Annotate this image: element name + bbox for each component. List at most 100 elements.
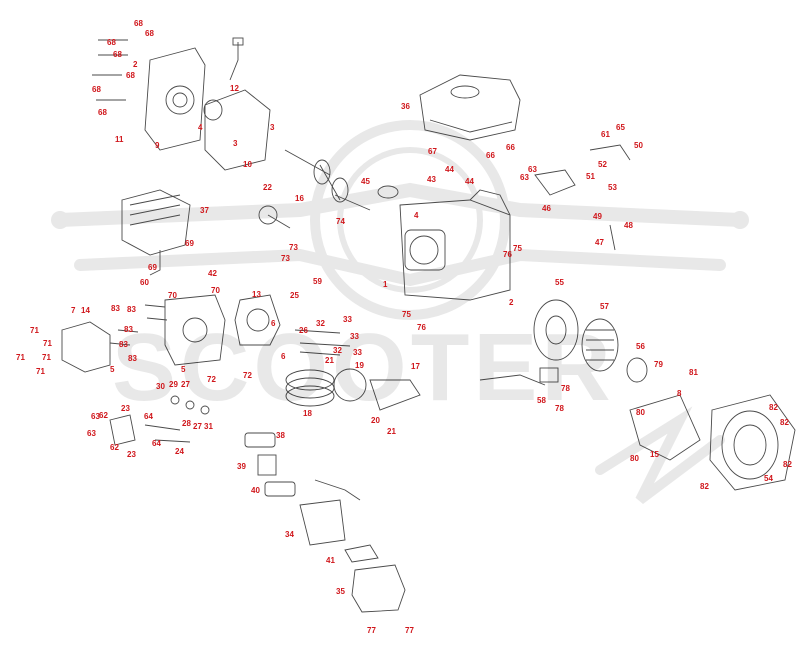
part-callout-19[interactable]: 19 xyxy=(355,361,364,370)
part-callout-83[interactable]: 83 xyxy=(119,340,128,349)
part-callout-68[interactable]: 68 xyxy=(145,29,154,38)
part-callout-75[interactable]: 75 xyxy=(513,244,522,253)
part-callout-68[interactable]: 68 xyxy=(107,38,116,47)
part-callout-5[interactable]: 5 xyxy=(110,365,115,374)
part-callout-41[interactable]: 41 xyxy=(326,556,335,565)
part-callout-80[interactable]: 80 xyxy=(636,408,645,417)
part-callout-78[interactable]: 78 xyxy=(555,404,564,413)
part-callout-70[interactable]: 70 xyxy=(168,291,177,300)
part-callout-69[interactable]: 69 xyxy=(148,263,157,272)
part-callout-21[interactable]: 21 xyxy=(325,356,334,365)
part-callout-36[interactable]: 36 xyxy=(401,102,410,111)
part-callout-70[interactable]: 70 xyxy=(211,286,220,295)
part-callout-71[interactable]: 71 xyxy=(30,326,39,335)
part-callout-31[interactable]: 31 xyxy=(204,422,213,431)
part-callout-33[interactable]: 33 xyxy=(343,315,352,324)
part-callout-63[interactable]: 63 xyxy=(87,429,96,438)
part-callout-25[interactable]: 25 xyxy=(290,291,299,300)
part-callout-48[interactable]: 48 xyxy=(624,221,633,230)
part-callout-28[interactable]: 28 xyxy=(182,419,191,428)
part-callout-83[interactable]: 83 xyxy=(127,305,136,314)
part-callout-4[interactable]: 4 xyxy=(198,123,203,132)
part-callout-6[interactable]: 6 xyxy=(271,319,276,328)
part-callout-63[interactable]: 63 xyxy=(520,173,529,182)
part-callout-78[interactable]: 78 xyxy=(561,384,570,393)
part-callout-81[interactable]: 81 xyxy=(689,368,698,377)
part-callout-16[interactable]: 16 xyxy=(295,194,304,203)
part-callout-68[interactable]: 68 xyxy=(126,71,135,80)
part-callout-71[interactable]: 71 xyxy=(16,353,25,362)
part-callout-9[interactable]: 9 xyxy=(155,141,160,150)
part-callout-72[interactable]: 72 xyxy=(243,371,252,380)
part-callout-68[interactable]: 68 xyxy=(98,108,107,117)
part-callout-66[interactable]: 66 xyxy=(486,151,495,160)
part-callout-68[interactable]: 68 xyxy=(113,50,122,59)
part-callout-20[interactable]: 20 xyxy=(371,416,380,425)
part-callout-71[interactable]: 71 xyxy=(43,339,52,348)
part-callout-49[interactable]: 49 xyxy=(593,212,602,221)
part-callout-23[interactable]: 23 xyxy=(127,450,136,459)
part-callout-3[interactable]: 3 xyxy=(233,139,238,148)
part-callout-40[interactable]: 40 xyxy=(251,486,260,495)
part-callout-35[interactable]: 35 xyxy=(336,587,345,596)
part-callout-64[interactable]: 64 xyxy=(152,439,161,448)
part-callout-59[interactable]: 59 xyxy=(313,277,322,286)
part-callout-73[interactable]: 73 xyxy=(289,243,298,252)
part-callout-17[interactable]: 17 xyxy=(411,362,420,371)
part-callout-27[interactable]: 27 xyxy=(181,380,190,389)
part-callout-71[interactable]: 71 xyxy=(42,353,51,362)
part-callout-23[interactable]: 23 xyxy=(121,404,130,413)
part-callout-62[interactable]: 62 xyxy=(99,411,108,420)
part-callout-67[interactable]: 67 xyxy=(428,147,437,156)
part-callout-1[interactable]: 1 xyxy=(383,280,388,289)
part-callout-63[interactable]: 63 xyxy=(91,412,100,421)
part-callout-13[interactable]: 13 xyxy=(252,290,261,299)
part-callout-24[interactable]: 24 xyxy=(175,447,184,456)
part-callout-5[interactable]: 5 xyxy=(181,365,186,374)
part-callout-79[interactable]: 79 xyxy=(654,360,663,369)
part-callout-57[interactable]: 57 xyxy=(600,302,609,311)
part-callout-68[interactable]: 68 xyxy=(134,19,143,28)
part-callout-62[interactable]: 62 xyxy=(110,443,119,452)
part-callout-77[interactable]: 77 xyxy=(367,626,376,635)
part-callout-76[interactable]: 76 xyxy=(503,250,512,259)
part-callout-82[interactable]: 82 xyxy=(700,482,709,491)
part-callout-83[interactable]: 83 xyxy=(111,304,120,313)
part-callout-27[interactable]: 27 xyxy=(193,422,202,431)
part-callout-71[interactable]: 71 xyxy=(36,367,45,376)
part-callout-34[interactable]: 34 xyxy=(285,530,294,539)
part-callout-54[interactable]: 54 xyxy=(764,474,773,483)
part-callout-7[interactable]: 7 xyxy=(71,306,76,315)
part-callout-58[interactable]: 58 xyxy=(537,396,546,405)
part-callout-74[interactable]: 74 xyxy=(336,217,345,226)
part-callout-83[interactable]: 83 xyxy=(128,354,137,363)
part-callout-61[interactable]: 61 xyxy=(601,130,610,139)
part-callout-46[interactable]: 46 xyxy=(542,204,551,213)
part-callout-2[interactable]: 2 xyxy=(133,60,138,69)
part-callout-38[interactable]: 38 xyxy=(276,431,285,440)
part-callout-6[interactable]: 6 xyxy=(281,352,286,361)
part-callout-32[interactable]: 32 xyxy=(316,319,325,328)
part-callout-11[interactable]: 11 xyxy=(115,135,124,144)
part-callout-42[interactable]: 42 xyxy=(208,269,217,278)
part-callout-44[interactable]: 44 xyxy=(465,177,474,186)
part-callout-44[interactable]: 44 xyxy=(445,165,454,174)
part-callout-45[interactable]: 45 xyxy=(361,177,370,186)
part-callout-55[interactable]: 55 xyxy=(555,278,564,287)
part-callout-69[interactable]: 69 xyxy=(185,239,194,248)
part-callout-43[interactable]: 43 xyxy=(427,175,436,184)
part-callout-73[interactable]: 73 xyxy=(281,254,290,263)
part-callout-82[interactable]: 82 xyxy=(769,403,778,412)
part-callout-14[interactable]: 14 xyxy=(81,306,90,315)
part-callout-12[interactable]: 12 xyxy=(230,84,239,93)
part-callout-65[interactable]: 65 xyxy=(616,123,625,132)
part-callout-33[interactable]: 33 xyxy=(353,348,362,357)
part-callout-10[interactable]: 10 xyxy=(243,160,252,169)
part-callout-50[interactable]: 50 xyxy=(634,141,643,150)
part-callout-82[interactable]: 82 xyxy=(783,460,792,469)
part-callout-77[interactable]: 77 xyxy=(405,626,414,635)
part-callout-53[interactable]: 53 xyxy=(608,183,617,192)
part-callout-32[interactable]: 32 xyxy=(333,346,342,355)
part-callout-22[interactable]: 22 xyxy=(263,183,272,192)
part-callout-75[interactable]: 75 xyxy=(402,310,411,319)
